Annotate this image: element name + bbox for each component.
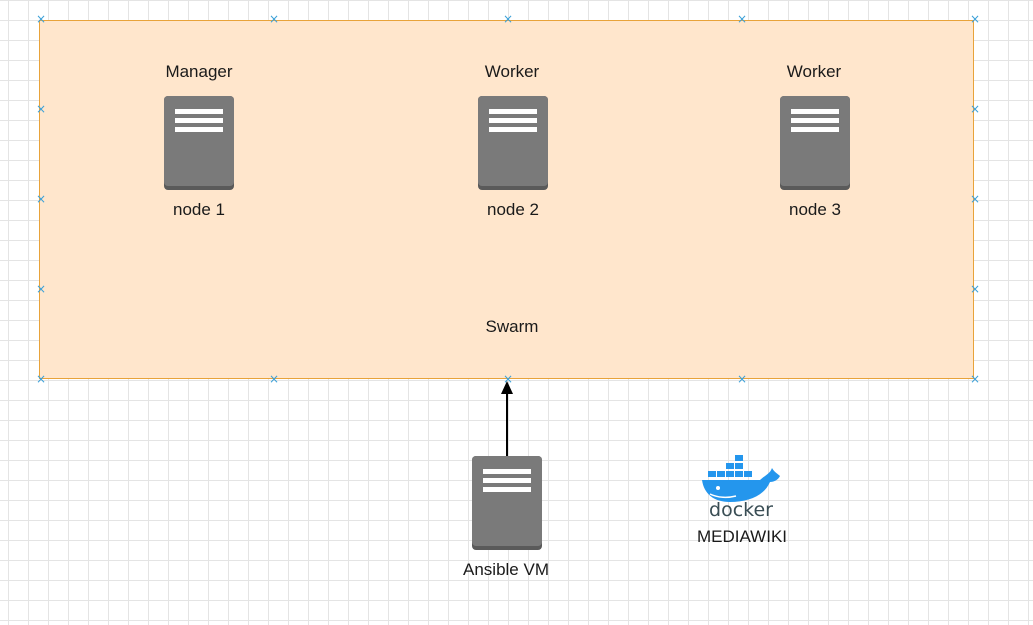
swarm-container[interactable]: [39, 20, 974, 379]
resize-handle-icon[interactable]: ×: [36, 372, 47, 386]
resize-handle-icon[interactable]: ×: [970, 12, 981, 26]
node-2-role-label: Worker: [484, 62, 540, 81]
resize-handle-icon[interactable]: ×: [503, 372, 514, 386]
resize-handle-icon[interactable]: ×: [737, 12, 748, 26]
node-1-role-label: Manager: [165, 62, 233, 81]
resize-handle-icon[interactable]: ×: [36, 12, 47, 26]
resize-handle-icon[interactable]: ×: [36, 192, 47, 206]
resize-handle-icon[interactable]: ×: [970, 102, 981, 116]
resize-handle-icon[interactable]: ×: [737, 372, 748, 386]
node-3-role-label: Worker: [786, 62, 842, 81]
resize-handle-icon[interactable]: ×: [970, 282, 981, 296]
ansible-vm-label: Ansible VM: [463, 560, 549, 579]
resize-handle-icon[interactable]: ×: [970, 192, 981, 206]
resize-handle-icon[interactable]: ×: [970, 372, 981, 386]
resize-handle-icon[interactable]: ×: [269, 372, 280, 386]
node-1-name-label: node 1: [173, 200, 225, 219]
docker-wordmark: docker: [709, 499, 773, 520]
server-icon[interactable]: [164, 96, 234, 190]
server-icon[interactable]: [478, 96, 548, 190]
resize-handle-icon[interactable]: ×: [269, 12, 280, 26]
node-3-name-label: node 3: [789, 200, 841, 219]
server-icon[interactable]: [780, 96, 850, 190]
docker-logo-icon[interactable]: docker: [700, 452, 784, 520]
resize-handle-icon[interactable]: ×: [36, 102, 47, 116]
resize-handle-icon[interactable]: ×: [503, 12, 514, 26]
swarm-label: Swarm: [485, 317, 539, 336]
mediawiki-label: MEDIAWIKI: [696, 527, 788, 546]
server-icon[interactable]: [472, 456, 542, 550]
resize-handle-icon[interactable]: ×: [36, 282, 47, 296]
node-2-name-label: node 2: [487, 200, 539, 219]
